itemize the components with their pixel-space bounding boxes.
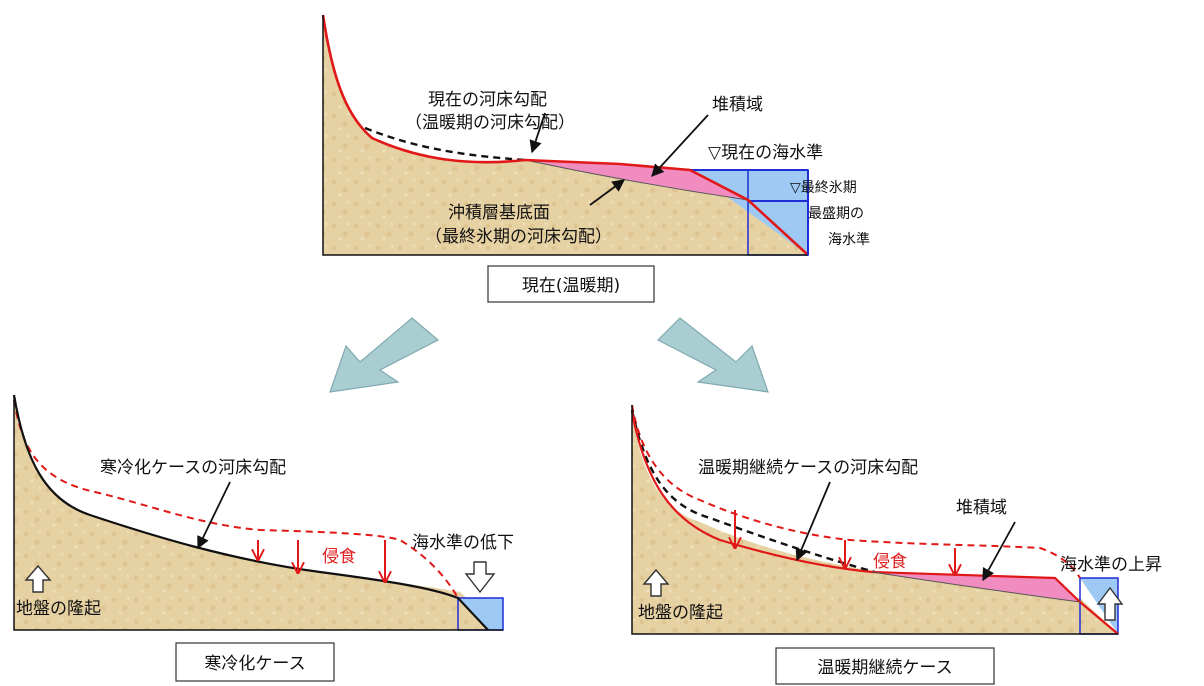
right-gradient-arrow xyxy=(795,481,831,562)
right-gradient-label: 温暖期継続ケースの河床勾配 xyxy=(698,458,918,478)
right-uplift-arrow xyxy=(642,568,670,597)
right-caption: 温暖期継続ケース xyxy=(817,658,952,678)
left-erosion-label: 侵食 xyxy=(322,547,356,567)
lgm-sea-label-3: 海水準 xyxy=(828,232,870,248)
left-gradient-arrow xyxy=(197,481,231,550)
right-deposit-arrow xyxy=(982,521,1016,582)
left-bed-line xyxy=(12,394,489,631)
left-former-bed-dashed xyxy=(13,399,459,599)
current-sea-level-label: ▽現在の海水準 xyxy=(708,143,823,163)
current-gradient-label: 現在の河床勾配 xyxy=(428,90,547,110)
right-soil xyxy=(632,412,1118,634)
alluvium-base-arrow xyxy=(589,179,626,206)
deposit-arrow xyxy=(651,114,709,177)
current-gradient-arrow xyxy=(529,112,546,154)
right-panel: 侵食 温暖期継続ケースの河床勾配 堆積域 海水準の上昇 地盤の隆起 温暖期継続ケ… xyxy=(630,404,1162,685)
right-warm-bed-dashed xyxy=(630,409,876,574)
top-caption-box xyxy=(487,265,655,303)
right-bed-line xyxy=(630,411,1119,635)
right-sea-rise-label: 海水準の上昇 xyxy=(1060,555,1162,575)
left-gradient-label: 寒冷化ケースの河床勾配 xyxy=(100,458,286,478)
left-uplift-arrow xyxy=(24,564,52,593)
lgm-sea-label-1: ▽最終氷期 xyxy=(790,180,857,196)
current-gradient-paren: （温暖期の河床勾配） xyxy=(405,113,575,133)
right-deposit-label: 堆積域 xyxy=(956,498,1007,518)
top-deposit xyxy=(525,160,748,200)
left-caption: 寒冷化ケース xyxy=(204,654,305,674)
right-caption-box xyxy=(775,647,995,685)
right-former-bed-dashed xyxy=(631,404,1081,579)
top-caption: 現在(温暖期) xyxy=(522,276,620,296)
left-sea-fall-arrow xyxy=(464,561,496,594)
right-sea-rise-arrow xyxy=(1096,586,1124,621)
right-erosion-label: 侵食 xyxy=(873,552,907,572)
left-soil xyxy=(14,395,503,630)
alluvium-base-label: 沖積層基底面 xyxy=(448,203,550,223)
alluvium-base-paren: （最終氷期の河床勾配） xyxy=(425,227,612,247)
left-sea-fall-label: 海水準の低下 xyxy=(412,533,514,553)
right-uplift-label: 地盤の隆起 xyxy=(638,603,723,623)
transition-arrow-left xyxy=(329,317,440,393)
top-soil xyxy=(323,15,808,255)
left-caption-box xyxy=(175,642,335,682)
left-sea xyxy=(458,598,503,630)
transition-arrow-right xyxy=(656,317,769,393)
top-panel: 現在の河床勾配 （温暖期の河床勾配） 堆積域 ▽現在の海水準 ▽最終氷期 最盛期… xyxy=(321,14,870,303)
deposit-area-label: 堆積域 xyxy=(712,95,763,115)
left-uplift-label: 地盤の隆起 xyxy=(16,599,101,619)
top-dashed-gradient xyxy=(364,126,526,162)
left-panel: 侵食 寒冷化ケースの河床勾配 海水準の低下 地盤の隆起 寒冷化ケース xyxy=(12,394,514,682)
lgm-sea-label-2: 最盛期の xyxy=(808,206,864,222)
top-bed-line xyxy=(321,14,809,256)
